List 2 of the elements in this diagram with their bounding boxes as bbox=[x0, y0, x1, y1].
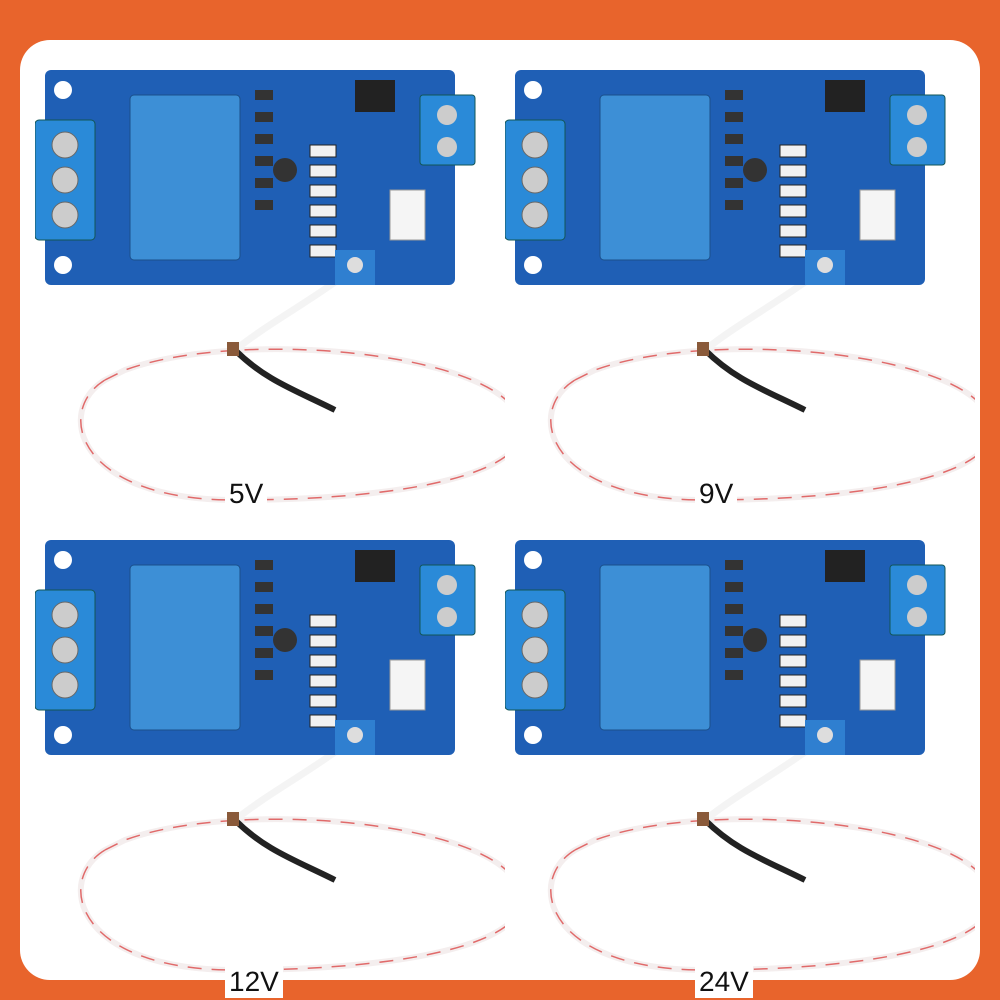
voltage-label: 24V bbox=[695, 966, 753, 998]
voltage-label: 12V bbox=[225, 966, 283, 998]
